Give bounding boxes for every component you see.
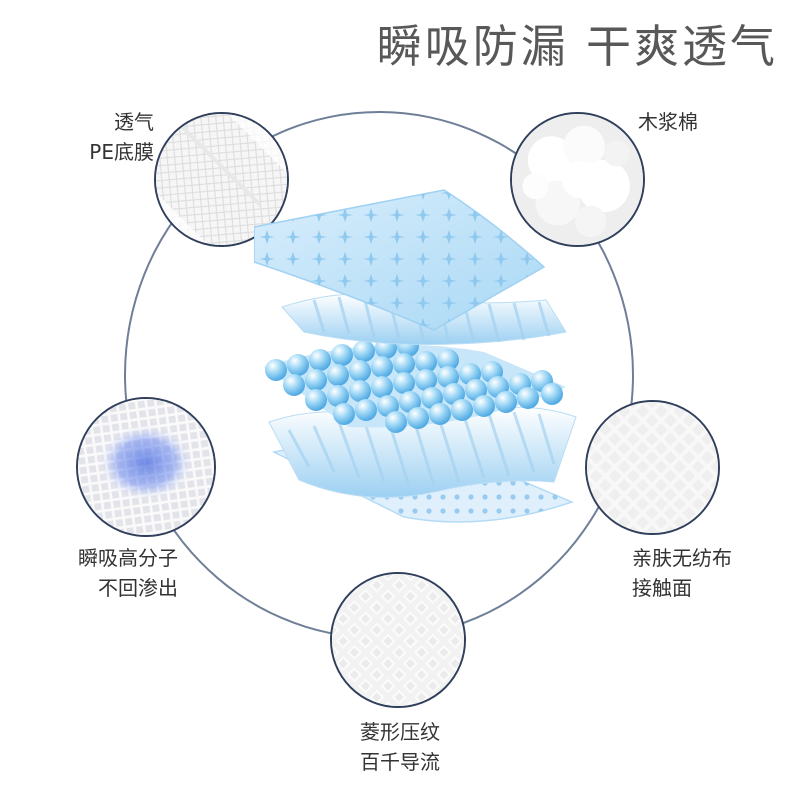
headline: 瞬吸防漏 干爽透气: [376, 20, 778, 73]
absorbent-bead-layer: [264, 335, 566, 433]
diamond-label-line1: 菱形压纹: [360, 720, 440, 744]
polymer-texture-image: [76, 397, 216, 537]
diamond-label-line2: 百千导流: [360, 750, 440, 774]
layer-stack-illustration: [254, 182, 590, 542]
pe-film-label: 透气 PE底膜: [72, 107, 154, 167]
polymer-label: 瞬吸高分子 不回渗出: [60, 543, 178, 603]
polymer-label-line1: 瞬吸高分子: [78, 546, 178, 570]
diamond-embossing-texture-image: [330, 572, 466, 708]
nonwoven-label: 亲肤无纺布 接触面: [632, 543, 732, 603]
pe-film-label-line2: PE底膜: [89, 140, 154, 164]
diamond-label: 菱形压纹 百千导流: [355, 717, 445, 777]
polymer-label-line2: 不回渗出: [98, 576, 178, 600]
wood-pulp-label: 木浆棉: [638, 107, 698, 137]
pe-film-label-line1: 透气: [114, 110, 154, 134]
nonwoven-texture-image: [585, 400, 720, 535]
nonwoven-label-line2: 接触面: [632, 576, 692, 600]
nonwoven-label-line1: 亲肤无纺布: [632, 546, 732, 570]
wood-pulp-label-line1: 木浆棉: [638, 110, 698, 134]
wood-pulp-texture-image: [510, 112, 645, 247]
